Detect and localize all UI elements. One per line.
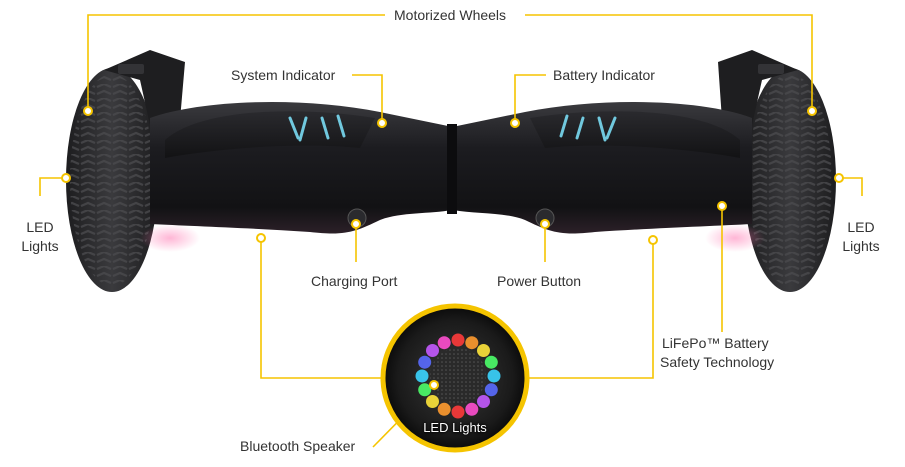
callout-dots (61, 106, 844, 245)
label-battery-indicator: Battery Indicator (553, 67, 655, 83)
label-system-indicator: System Indicator (231, 67, 336, 83)
led-segment (484, 383, 498, 397)
bluetooth-speaker-inset (380, 303, 530, 453)
right-wheel (718, 50, 836, 292)
led-segment (418, 355, 432, 369)
left-wheel (66, 50, 185, 292)
led-segment (426, 395, 439, 408)
led-segment (437, 402, 451, 416)
label-charging-port: Charging Port (311, 273, 398, 289)
led-segment (451, 333, 465, 347)
led-ring (415, 333, 501, 419)
led-segment (487, 369, 501, 383)
label-power-button: Power Button (497, 273, 582, 289)
label-motorized-wheels: Motorized Wheels (394, 7, 507, 23)
label-led-lights-inset: LED Lights (423, 420, 487, 435)
led-segment (426, 344, 439, 357)
label-led-lights-right: LED Lights (842, 219, 880, 254)
led-segment (484, 355, 498, 369)
led-segment (418, 383, 432, 397)
led-segment (415, 369, 429, 383)
led-segment (451, 405, 465, 419)
foot-pads (165, 111, 740, 158)
led-segment (477, 344, 490, 357)
label-led-lights-left: LED Lights (21, 219, 59, 254)
led-underglow-right (705, 224, 765, 252)
led-segment (437, 336, 451, 350)
led-segment (465, 402, 479, 416)
led-segment (477, 395, 490, 408)
label-bluetooth-speaker: Bluetooth Speaker (240, 438, 356, 454)
label-battery-tech: LiFePo™ Battery Safety Technology (660, 335, 775, 370)
led-underglow-left (140, 224, 200, 252)
callout-lines (39, 14, 863, 448)
led-segment (465, 336, 479, 350)
